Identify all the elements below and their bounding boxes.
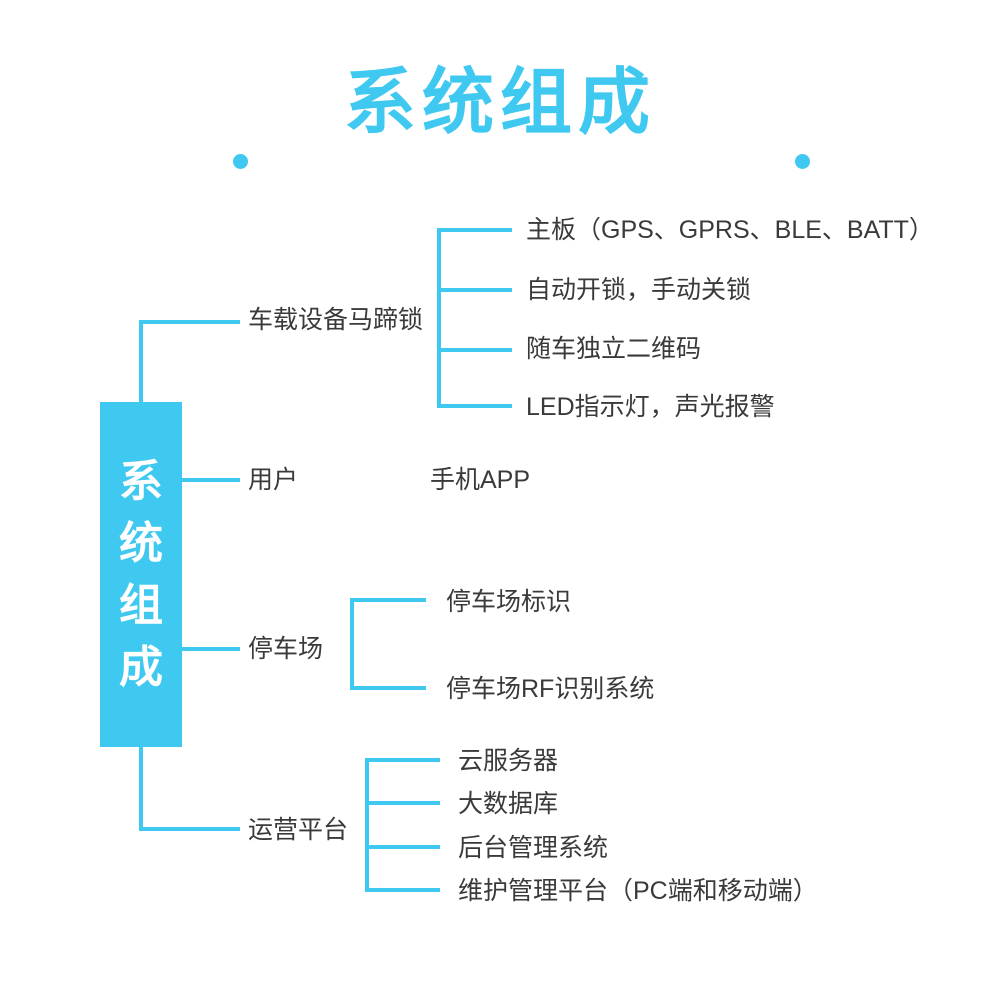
leaf-parking-rf-system[interactable]: 停车场RF识别系统 xyxy=(446,675,655,703)
leaf-mobile-app[interactable]: 手机APP xyxy=(430,466,531,494)
bracket-1-arm-1 xyxy=(437,228,512,232)
page-title-row: 系统组成 xyxy=(0,58,1000,169)
leaf-big-database[interactable]: 大数据库 xyxy=(458,790,559,818)
title-right-dot-icon xyxy=(795,154,810,169)
leaf-qr-code[interactable]: 随车独立二维码 xyxy=(526,335,702,363)
bracket-1-arm-4 xyxy=(437,404,512,408)
bracket-4-arm-3 xyxy=(365,845,440,849)
bracket-3-arm-2 xyxy=(350,686,426,690)
trunk-up-vertical xyxy=(139,320,143,404)
bracket-4-arm-1 xyxy=(365,758,440,762)
leaf-admin-system[interactable]: 后台管理系统 xyxy=(458,834,609,862)
bracket-1-arm-3 xyxy=(437,348,512,352)
root-char-3: 组 xyxy=(119,580,163,630)
trunk-down-vertical xyxy=(139,747,143,831)
branch-label-user[interactable]: 用户 xyxy=(248,466,299,494)
root-char-4: 成 xyxy=(119,642,163,692)
title-left-dot-icon xyxy=(233,154,248,169)
trunk-down-horizontal xyxy=(139,827,240,831)
branch-label-operation-platform[interactable]: 运营平台 xyxy=(248,816,349,844)
leaf-maintenance-platform[interactable]: 维护管理平台（PC端和移动端） xyxy=(458,877,818,905)
branch-label-parking[interactable]: 停车场 xyxy=(248,635,324,663)
leaf-led-alarm[interactable]: LED指示灯，声光报警 xyxy=(526,393,775,421)
root-char-1: 系 xyxy=(119,456,163,506)
bracket-3-arm-1 xyxy=(350,598,426,602)
branch-label-vehicle-lock[interactable]: 车载设备马蹄锁 xyxy=(248,306,424,334)
root-char-2: 统 xyxy=(119,518,163,568)
bracket-4-arm-4 xyxy=(365,888,440,892)
trunk-up-horizontal xyxy=(139,320,240,324)
leaf-auto-unlock[interactable]: 自动开锁，手动关锁 xyxy=(526,276,752,304)
leaf-parking-sign[interactable]: 停车场标识 xyxy=(446,588,572,616)
bracket-4-arm-2 xyxy=(365,801,440,805)
bracket-4-spine xyxy=(365,758,369,892)
leaf-cloud-server[interactable]: 云服务器 xyxy=(458,747,559,775)
bracket-1-spine xyxy=(437,228,441,408)
trunk-stub-user xyxy=(182,478,240,482)
leaf-mainboard[interactable]: 主板（GPS、GPRS、BLE、BATT） xyxy=(526,216,934,244)
bracket-3-spine xyxy=(350,598,354,690)
trunk-stub-parking xyxy=(182,647,240,651)
page-title: 系统组成 xyxy=(343,63,656,143)
bracket-1-arm-2 xyxy=(437,288,512,292)
root-node-system-composition[interactable]: 系 统 组 成 xyxy=(100,402,182,747)
